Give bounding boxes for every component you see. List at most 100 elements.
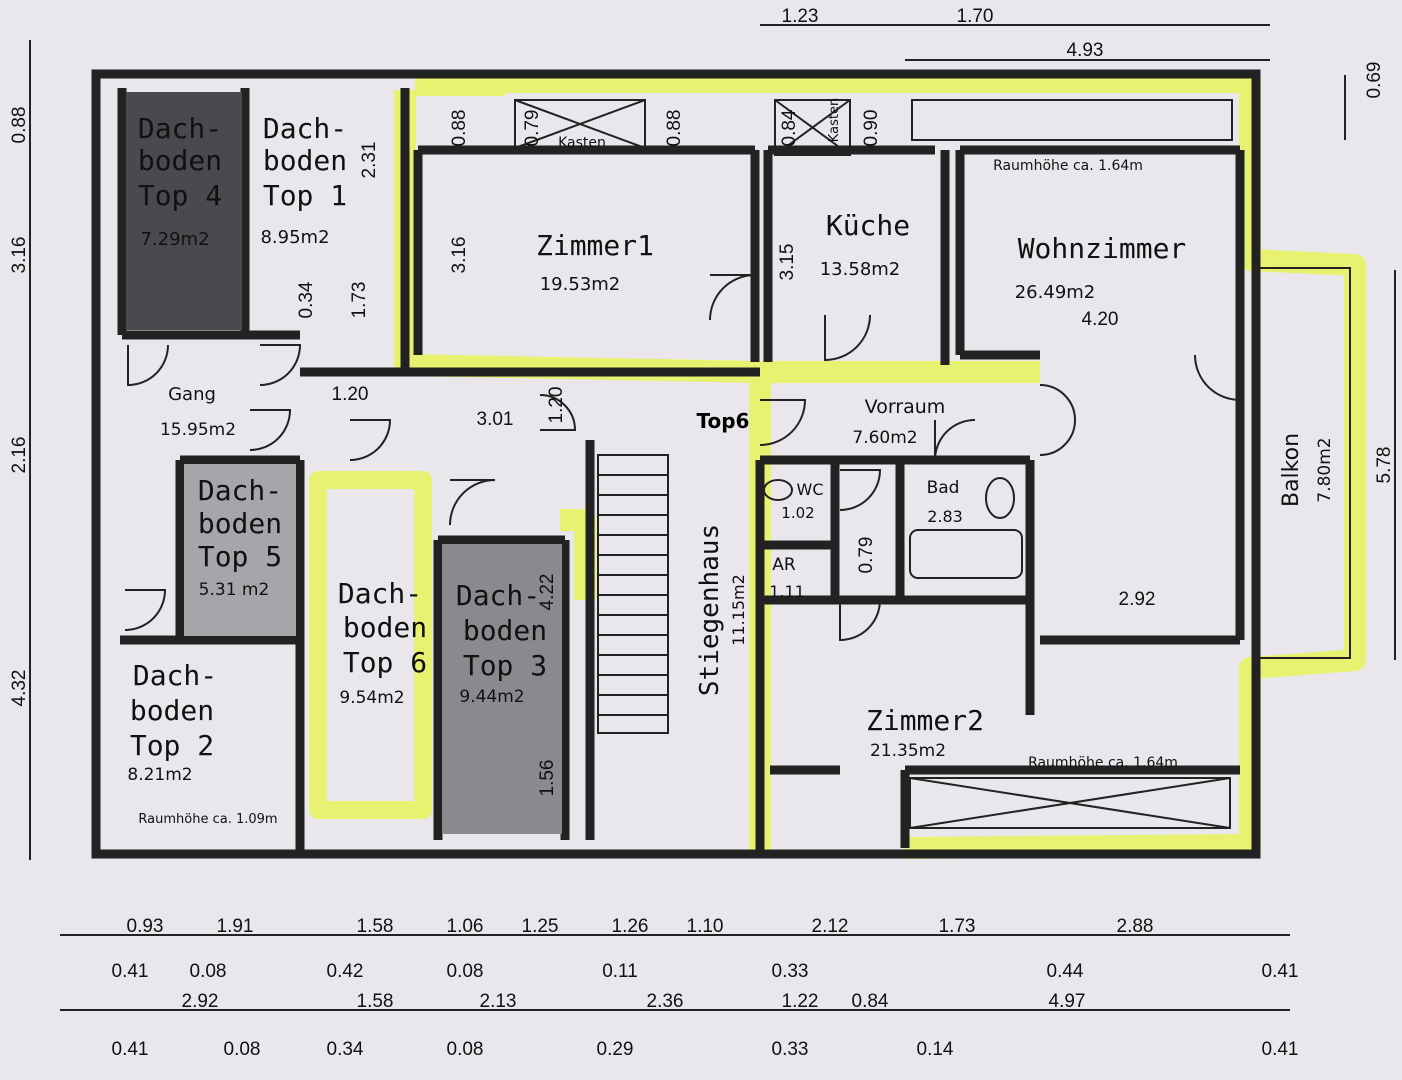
attic-top2-height: Raumhöhe ca. 1.09m: [138, 812, 277, 827]
dim-bottom1-label: 1.06: [447, 916, 484, 937]
stiegenhaus-area: 11.15m2: [729, 574, 748, 646]
room-bad: Bad 2.83: [927, 478, 963, 526]
cupboards: [514, 99, 1233, 829]
dim-bottom1-label: 0.93: [127, 916, 164, 937]
dim-inner-label: 1.56: [537, 760, 558, 797]
dim-top-label: 1.23: [782, 6, 819, 27]
dim-bottom2-sub-label: 0.34: [327, 1039, 364, 1060]
attic-top5-line1: Dach-: [198, 474, 282, 507]
attic-top1-line1: Dach-: [263, 112, 347, 145]
zimmer2-name: Zimmer2: [866, 704, 984, 737]
dim-inner-label: 0.79: [856, 537, 877, 574]
kueche-name: Küche: [826, 209, 910, 242]
balkon-name: Balkon: [1279, 433, 1304, 507]
attic-top6-line2: boden: [343, 611, 427, 644]
wohnzimmer-area: 26.49m2: [1015, 282, 1096, 303]
dim-bottom1-sub-label: 0.08: [447, 961, 484, 982]
dim-bottom2-sub-label: 0.41: [112, 1039, 149, 1060]
attic-top2-line2: boden: [130, 694, 214, 727]
attic-top2: Dach- boden Top 2 8.21m2 Raumhöhe ca. 1.…: [127, 659, 277, 827]
dim-inner-label: 3.16: [449, 237, 470, 274]
attic-top4-line3: Top 4: [138, 179, 222, 212]
dim-bottom2-sub-label: 0.14: [917, 1039, 954, 1060]
dim-inner-label: 0.84: [779, 109, 800, 146]
attic-top4-area: 7.29m2: [140, 229, 209, 250]
room-ar: AR 1.11: [769, 555, 805, 601]
outer-walls: [91, 69, 1261, 859]
attic-top1-line2: boden: [263, 144, 347, 177]
dim-bottom1-sub-label: 0.42: [327, 961, 364, 982]
dim-inner-label: 3.15: [777, 244, 798, 281]
attic-top4-shade: [126, 92, 242, 330]
dim-bottom2-label: 1.58: [357, 991, 394, 1012]
attic-top1: Dach- boden Top 1 8.95m2: [260, 112, 347, 248]
vorraum-area: 7.60m2: [852, 428, 917, 448]
dim-bottom2-label: 0.84: [852, 991, 889, 1012]
wc-area: 1.02: [781, 504, 814, 522]
dim-inner-label: 1.73: [349, 282, 370, 319]
dimension-lines: [29, 24, 1396, 1011]
attic-top5-line2: boden: [198, 507, 282, 540]
zimmer2-height: Raumhöhe ca. 1.64m: [1028, 755, 1178, 771]
attic-top3-shade: [442, 544, 562, 834]
attic-top6-line3: Top 6: [343, 646, 427, 679]
attic-top5-area: 5.31 m2: [199, 580, 270, 600]
interior-walls: [117, 88, 1245, 852]
bad-area: 2.83: [927, 507, 963, 526]
dim-bottom1-sub-label: 0.11: [602, 961, 638, 982]
attic-top4-line1: Dach-: [138, 112, 222, 145]
zimmer2-area: 21.35m2: [870, 741, 946, 761]
dim-inner-label: 4.22: [537, 574, 558, 611]
dim-bottom2-label: 4.97: [1049, 991, 1086, 1012]
dim-inner-label: 0.88: [664, 110, 685, 147]
dim-bottom1-label: 1.73: [939, 916, 976, 937]
room-gang: Gang 15.95m2: [160, 384, 236, 440]
zimmer1-area: 19.53m2: [540, 274, 621, 295]
dim-inner-label: 2.92: [1119, 589, 1156, 610]
room-vorraum: Vorraum 7.60m2: [852, 396, 945, 448]
dim-right-label: 5.78: [1374, 447, 1395, 484]
dim-top-label: 0.69: [1364, 62, 1385, 99]
dim-bottom1-label: 1.25: [522, 916, 559, 937]
attic-top3-line2: boden: [463, 614, 547, 647]
gang-name: Gang: [168, 384, 216, 405]
kasten-label-2: Kasten: [827, 98, 842, 142]
dim-inner-label: 0.34: [296, 281, 317, 318]
dim-bottom2-sub-label: 0.08: [447, 1039, 484, 1060]
dim-bottom1-sub-label: 0.08: [190, 961, 227, 982]
bath-fixtures: [763, 477, 1023, 579]
dim-inner-label: 1.20: [546, 387, 567, 424]
dim-top-label: 1.70: [957, 6, 994, 27]
dim-bottom2-sub-label: 0.08: [224, 1039, 261, 1060]
dim-bottom1-label: 1.26: [612, 916, 649, 937]
dim-inner-label: 3.01: [477, 409, 514, 430]
attic-top4: Dach- boden Top 4 7.29m2: [138, 112, 222, 250]
dim-inner-label: 1.20: [332, 384, 369, 405]
staircase: [597, 454, 669, 734]
dim-top-label: 4.93: [1067, 40, 1104, 61]
vorraum-name: Vorraum: [865, 396, 946, 418]
dim-bottom1-label: 2.12: [812, 916, 849, 937]
ar-area: 1.11: [769, 582, 805, 601]
dim-bottom2-label: 2.92: [182, 991, 219, 1012]
attic-top6-area: 9.54m2: [339, 688, 404, 708]
room-stiegenhaus: Stiegenhaus 11.15m2: [695, 524, 748, 696]
bad-name: Bad: [927, 478, 960, 498]
room-zimmer2: Zimmer2 21.35m2 Raumhöhe ca. 1.64m: [866, 704, 1178, 771]
dim-left-label: 3.16: [9, 237, 30, 274]
gang-area: 15.95m2: [160, 420, 236, 440]
dim-inner-label: 0.88: [449, 110, 470, 147]
attic-top3: Dach- boden Top 3 9.44m2: [456, 579, 547, 707]
dim-inner-label: 0.90: [861, 110, 882, 147]
apartment-top6-label: Top6: [697, 409, 750, 433]
dim-inner-label: 2.31: [359, 142, 380, 179]
attic-top3-line3: Top 3: [463, 649, 547, 682]
dim-bottom1-sub-label: 0.41: [112, 961, 149, 982]
attic-top2-line1: Dach-: [133, 659, 217, 692]
dim-bottom2-label: 2.36: [647, 991, 684, 1012]
attic-top6-line1: Dach-: [338, 577, 422, 610]
room-balkon: Balkon 7.80m2: [1279, 433, 1335, 507]
dim-bottom2-label: 1.22: [782, 991, 819, 1012]
wohnzimmer-height: Raumhöhe ca. 1.64m: [993, 158, 1143, 174]
